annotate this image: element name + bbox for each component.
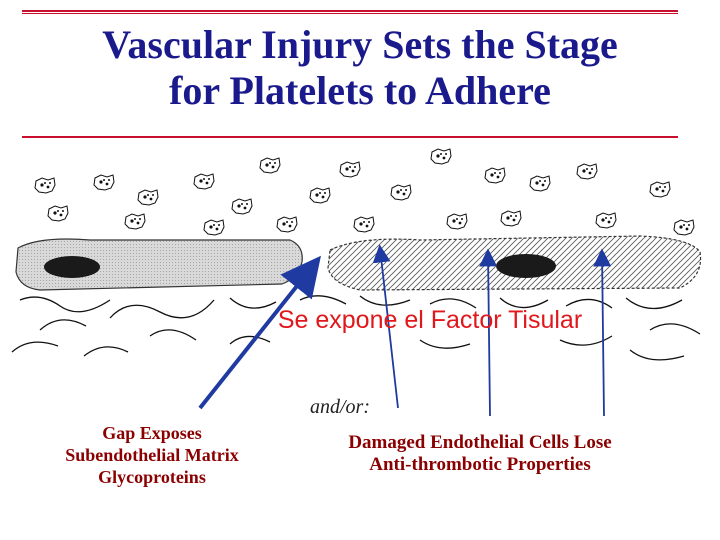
damaged-caption-line-2: Anti-thrombotic Properties bbox=[369, 454, 591, 475]
platelet bbox=[124, 213, 146, 230]
platelet bbox=[595, 212, 617, 229]
arrow-damaged-3 bbox=[593, 248, 612, 417]
arrow-damaged-2 bbox=[479, 248, 498, 417]
platelet bbox=[137, 189, 159, 206]
platelet bbox=[231, 198, 253, 215]
platelet bbox=[673, 219, 695, 236]
platelet bbox=[276, 216, 298, 233]
platelet bbox=[193, 173, 215, 190]
damaged-cells-caption: Damaged Endothelial Cells Lose Anti-thro… bbox=[300, 432, 660, 476]
subendothelial-matrix bbox=[11, 295, 701, 361]
platelet bbox=[576, 163, 598, 180]
platelet bbox=[430, 148, 452, 165]
gap-caption-line-1: Gap Exposes bbox=[102, 423, 202, 443]
platelet bbox=[203, 219, 225, 236]
platelet bbox=[484, 167, 506, 184]
platelet bbox=[446, 213, 468, 230]
platelets bbox=[34, 148, 695, 236]
platelet bbox=[500, 210, 522, 227]
platelet bbox=[339, 161, 361, 178]
top-rule-thin bbox=[22, 13, 678, 14]
gap-caption-line-2: Subendothelial Matrix bbox=[65, 445, 239, 465]
platelet bbox=[259, 157, 281, 174]
title-underline bbox=[22, 136, 678, 138]
cell-nucleus bbox=[44, 256, 100, 278]
platelet bbox=[390, 184, 412, 201]
damaged-cell-nucleus bbox=[496, 254, 556, 278]
arrow-gap bbox=[198, 255, 321, 410]
platelet bbox=[529, 175, 551, 192]
slide-title: Vascular Injury Sets the Stage for Plate… bbox=[0, 22, 720, 114]
title-line-2: for Platelets to Adhere bbox=[169, 68, 551, 113]
platelet bbox=[649, 181, 671, 198]
arrow-damaged-1 bbox=[372, 244, 399, 409]
and-or-connector: and/or: bbox=[310, 396, 370, 418]
damaged-caption-line-1: Damaged Endothelial Cells Lose bbox=[348, 432, 612, 453]
platelet bbox=[34, 177, 56, 194]
vascular-injury-diagram bbox=[11, 148, 702, 417]
gap-caption-line-3: Glycoproteins bbox=[98, 467, 206, 487]
platelet bbox=[309, 187, 331, 204]
top-rule bbox=[22, 10, 678, 12]
platelet bbox=[93, 174, 115, 191]
gap-caption: Gap Exposes Subendothelial Matrix Glycop… bbox=[14, 422, 290, 488]
platelet bbox=[353, 216, 375, 233]
platelet bbox=[47, 205, 69, 222]
title-line-1: Vascular Injury Sets the Stage bbox=[102, 22, 618, 67]
